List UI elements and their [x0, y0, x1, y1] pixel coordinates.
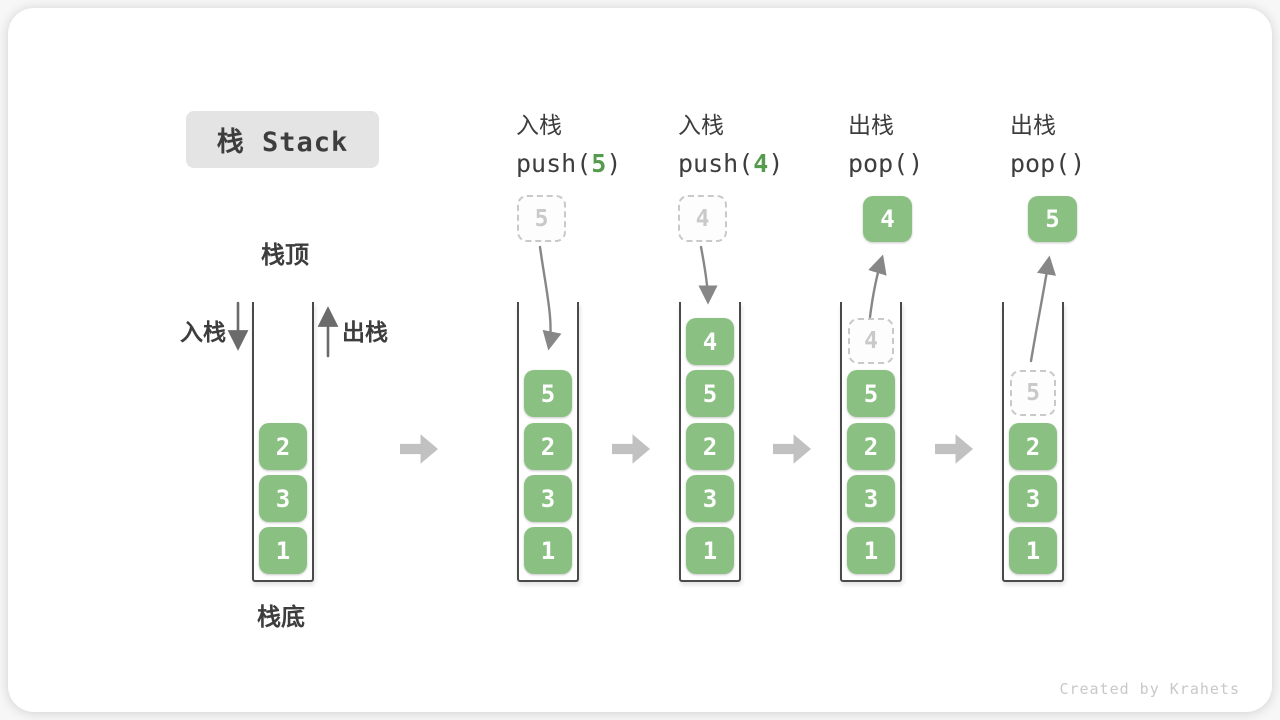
stack-item: 1 [847, 527, 895, 574]
stack-container-4: 4 5 2 3 1 [840, 302, 902, 582]
operation-code: pop() [1010, 149, 1086, 178]
stack-item: 2 [1009, 423, 1057, 470]
stack-item: 1 [686, 527, 734, 574]
operation-label: 出栈 [848, 112, 894, 138]
stack-item: 4 [686, 318, 734, 365]
stack-container-3: 4 5 2 3 1 [679, 302, 741, 582]
operation-code: pop() [848, 149, 924, 178]
stack-item: 3 [847, 475, 895, 522]
operation-code: push(4) [678, 149, 784, 178]
stack-item: 5 [847, 370, 895, 417]
stack-item: 3 [686, 475, 734, 522]
floating-value-ghost: 4 [678, 195, 727, 242]
stack-item: 2 [524, 423, 572, 470]
stack-item: 2 [847, 423, 895, 470]
stack-item: 5 [686, 370, 734, 417]
stack-bottom-label: 栈底 [257, 604, 305, 631]
stack-item: 1 [1009, 527, 1057, 574]
floating-value: 4 [863, 196, 912, 242]
operation-argument: 5 [591, 149, 607, 178]
step-arrow-icon [773, 434, 811, 464]
floating-value: 5 [1028, 196, 1077, 242]
operation-label: 入栈 [516, 112, 562, 138]
operation-code: push(5) [516, 149, 622, 178]
step-arrow-icon [400, 434, 438, 464]
stack-item-ghost: 4 [848, 318, 894, 364]
step-arrow-icon [612, 434, 650, 464]
operation-header: 入栈 push(4) [678, 106, 783, 178]
figure-title: 栈 Stack [186, 111, 379, 168]
operation-header: 入栈 push(5) [516, 106, 621, 178]
step-arrow-icon [935, 434, 973, 464]
stack-item: 3 [1009, 475, 1057, 522]
stack-item: 5 [524, 370, 572, 417]
push-side-label: 入栈 [180, 319, 226, 345]
operation-label: 入栈 [678, 112, 724, 138]
stack-item-ghost: 5 [1010, 370, 1056, 416]
stack-item: 2 [686, 423, 734, 470]
stack-item: 3 [524, 475, 572, 522]
stack-item: 3 [259, 475, 307, 522]
operation-header: 出栈 pop() [1010, 106, 1085, 178]
stack-item: 2 [259, 423, 307, 470]
operation-argument: 4 [753, 149, 769, 178]
watermark: Created by Krahets [1059, 680, 1240, 698]
operation-header: 出栈 pop() [848, 106, 923, 178]
transfer-arrow [698, 245, 718, 305]
floating-value-ghost: 5 [517, 195, 566, 242]
pop-side-label: 出栈 [342, 319, 388, 345]
stack-container-5: 5 2 3 1 [1002, 302, 1064, 582]
operation-label: 出栈 [1010, 112, 1056, 138]
stack-item: 1 [259, 527, 307, 574]
stack-top-label: 栈顶 [261, 242, 309, 269]
stack-container-1: 2 3 1 [252, 302, 314, 582]
stack-item: 1 [524, 527, 572, 574]
stack-container-2: 5 2 3 1 [517, 302, 579, 582]
